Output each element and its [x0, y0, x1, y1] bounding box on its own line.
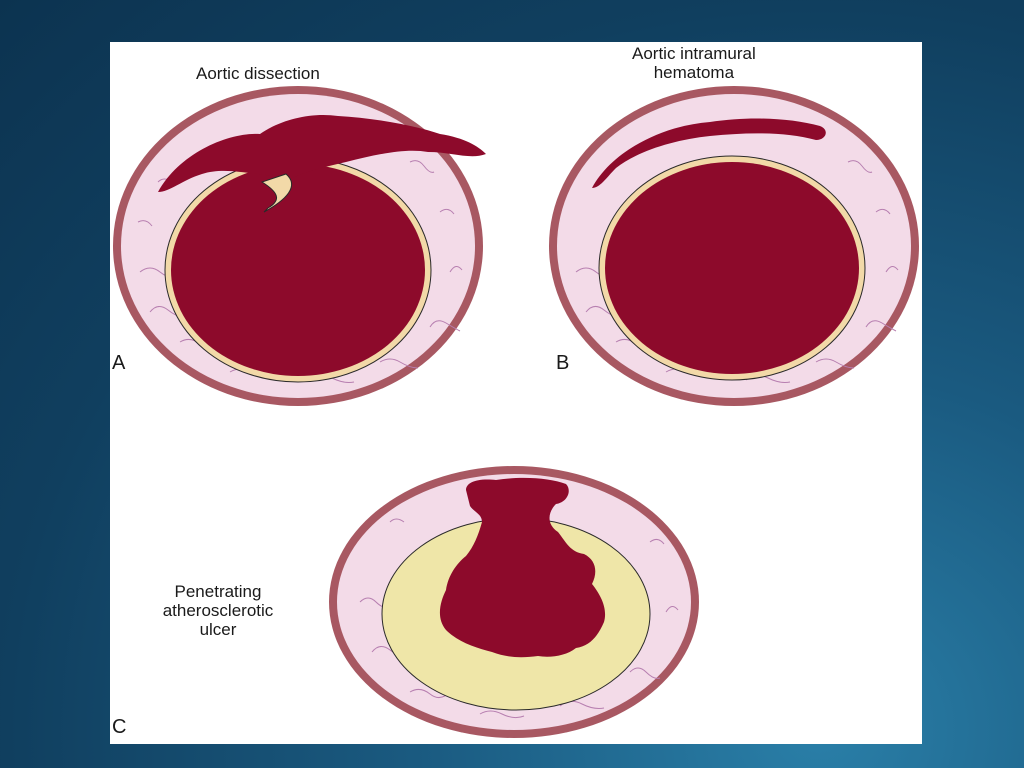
dissection-cross-section	[113, 86, 486, 406]
true-lumen	[171, 164, 425, 376]
figure-panel: Aortic dissection Aortic intramural hema…	[110, 42, 922, 744]
label-line: Aortic intramural	[632, 44, 756, 63]
aortic-lumen	[605, 162, 859, 374]
false-lumen	[158, 114, 486, 192]
label-aortic-dissection: Aortic dissection	[196, 64, 320, 83]
label-line: atherosclerotic	[162, 601, 274, 620]
label-intramural-hematoma: Aortic intramural hematoma	[632, 44, 756, 82]
panel-letter-b: B	[556, 352, 570, 374]
penetrating-ulcer	[439, 477, 606, 658]
label-line: hematoma	[653, 63, 735, 82]
label-line: ulcer	[199, 620, 237, 639]
intimal-flap	[260, 173, 293, 213]
ulcer-cross-section	[329, 466, 699, 738]
label-line: Aortic dissection	[196, 64, 320, 83]
panel-letter-a: A	[112, 352, 126, 374]
label-penetrating-ulcer: Penetrating atherosclerotic ulcer	[128, 582, 308, 639]
label-line: Penetrating	[174, 582, 262, 601]
panel-letter-c: C	[112, 716, 127, 738]
hematoma-cross-section	[549, 86, 919, 406]
aortic-syndromes-diagram	[113, 86, 919, 738]
intramural-hematoma	[592, 118, 826, 188]
